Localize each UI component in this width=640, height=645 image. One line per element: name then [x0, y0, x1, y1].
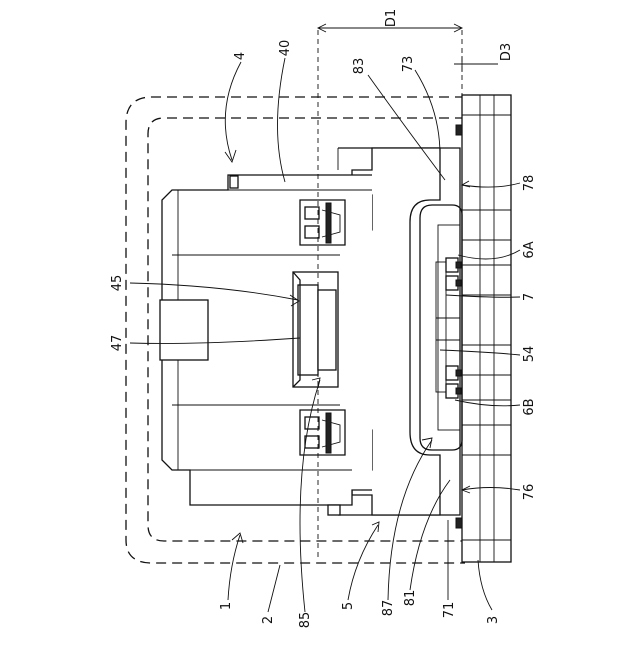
label-d1: D1 — [384, 9, 399, 27]
label-2: 2 — [261, 616, 276, 624]
label-87: 87 — [381, 600, 396, 617]
label-47: 47 — [110, 335, 125, 352]
label-1: 1 — [219, 602, 234, 610]
label-6a: 6A — [522, 241, 537, 258]
label-83: 83 — [352, 58, 367, 75]
label-45: 45 — [110, 275, 125, 292]
dimension-d3 — [454, 56, 498, 72]
label-81: 81 — [403, 590, 418, 607]
label-5: 5 — [341, 602, 356, 610]
base-plate — [462, 95, 511, 562]
upper-clip — [300, 200, 345, 245]
label-71: 71 — [442, 602, 457, 619]
label-78: 78 — [522, 175, 537, 192]
label-85: 85 — [298, 612, 313, 629]
sensor-element — [293, 272, 338, 387]
label-76: 76 — [522, 484, 537, 501]
label-d3: D3 — [499, 43, 514, 61]
label-3: 3 — [486, 616, 501, 624]
label-6b: 6B — [522, 398, 537, 415]
chip-area — [420, 205, 462, 450]
label-40: 40 — [278, 40, 293, 57]
label-4: 4 — [233, 52, 248, 60]
label-73: 73 — [401, 56, 416, 73]
label-7: 7 — [522, 293, 537, 301]
label-54: 54 — [522, 346, 537, 363]
